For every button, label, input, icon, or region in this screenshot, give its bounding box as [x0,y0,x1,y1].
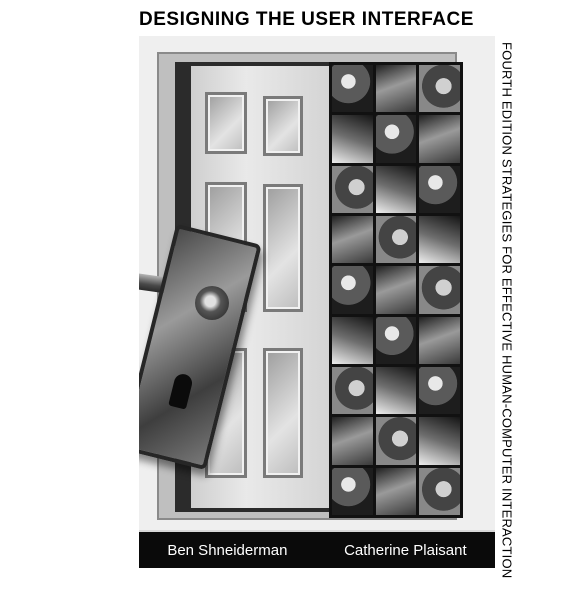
edition-subtitle: FOURTH EDITION STRATEGIES FOR EFFECTIVE … [499,42,515,579]
side-text: FOURTH EDITION STRATEGIES FOR EFFECTIVE … [497,42,517,578]
photo-tile [375,215,417,264]
photo-tile [332,215,373,264]
photo-tile [332,467,373,515]
photo-tile [419,266,460,314]
photo-tile [332,115,373,163]
photo-tile [332,366,373,415]
photo-tile [332,266,373,314]
photo-tile [419,417,460,465]
photo-tile [419,165,460,213]
door-handle-rose [195,286,229,320]
photo-tile [375,417,417,465]
author-bar: Ben Shneiderman Catherine Plaisant [139,532,495,568]
photo-tile [419,65,460,113]
door-panel [263,348,303,478]
photo-tile [375,165,417,213]
author-name: Catherine Plaisant [344,541,467,559]
photo-tile [332,65,373,113]
door-panel [205,92,247,154]
photo-tile [419,366,460,415]
photo-tile [419,316,460,364]
photo-tile [375,316,417,364]
photo-tile [419,467,460,515]
photo-tile [419,215,460,264]
door-panel [263,184,303,312]
door-panel [263,96,303,156]
author-name: Ben Shneiderman [167,541,288,559]
photo-grid [329,62,463,518]
photo-tile [375,115,417,163]
photo-tile [375,65,417,113]
photo-tile [375,467,417,515]
photo-tile [375,266,417,314]
photo-tile [332,417,373,465]
book-title: DESIGNING THE USER INTERFACE [139,9,474,30]
photo-tile [375,366,417,415]
cover-image: Ben Shneiderman Catherine Plaisant [139,36,495,568]
keyhole-icon [168,372,194,410]
photo-tile [332,316,373,364]
photo-tile [332,165,373,213]
photo-tile [419,115,460,163]
